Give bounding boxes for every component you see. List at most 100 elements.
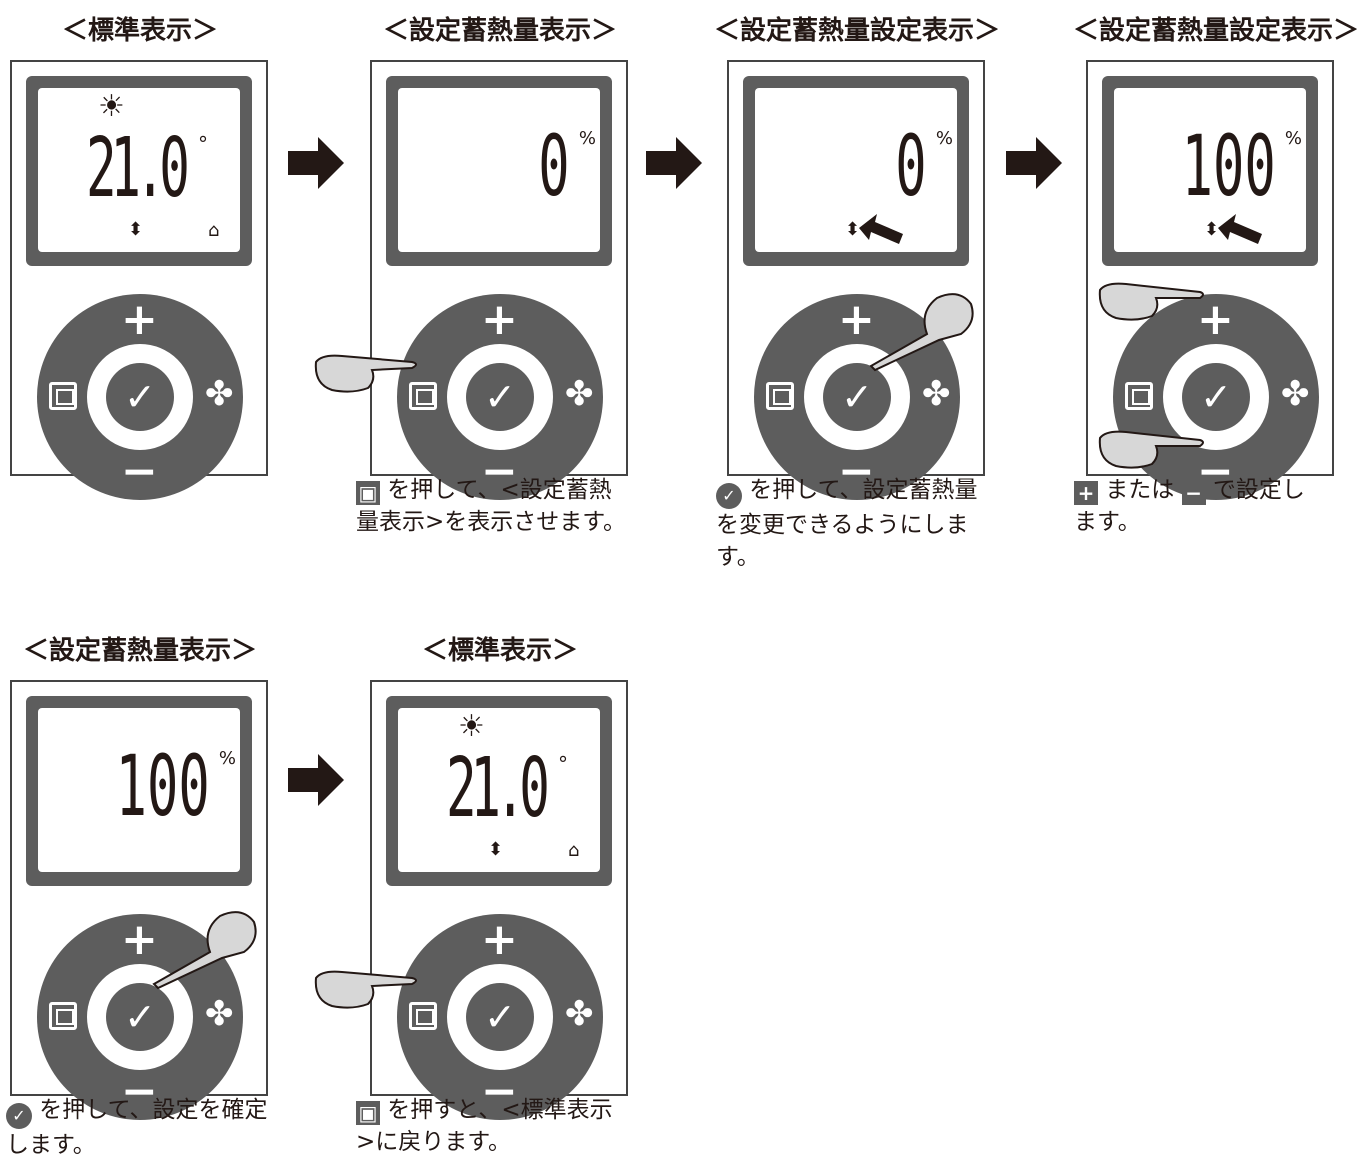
plus-button[interactable]: + bbox=[481, 294, 518, 345]
fan-button-icon[interactable]: ✤ bbox=[205, 374, 234, 414]
temperature-value: 21.0 bbox=[86, 121, 190, 216]
caption-text: 量表示>を表示させます。 bbox=[356, 509, 626, 535]
panel-title: ＜標準表示＞ bbox=[61, 16, 218, 46]
panel-title: ＜設定蓄熱量設定表示＞ bbox=[713, 16, 1000, 46]
percent-symbol: % bbox=[1284, 128, 1302, 149]
storage-value: 0 bbox=[538, 117, 570, 215]
display: 0 % ⬍ bbox=[755, 88, 957, 252]
finger-pointing-plus-icon bbox=[1098, 282, 1204, 321]
display-frame: 100 % ⬍ bbox=[1102, 76, 1318, 266]
plus-button[interactable]: + bbox=[481, 914, 518, 965]
plus-button[interactable]: + bbox=[121, 294, 158, 345]
plus-button[interactable]: + bbox=[838, 294, 875, 345]
updown-icon: ⬍ bbox=[1204, 219, 1220, 240]
degree-symbol: ° bbox=[558, 752, 568, 776]
menu-button-icon[interactable] bbox=[766, 382, 794, 410]
caption-text: で設定し bbox=[1205, 477, 1305, 503]
control-ring: + ✓ ✤ − bbox=[37, 294, 243, 500]
controller: 0 % + ✓ ✤ − bbox=[370, 60, 628, 500]
next-arrow-icon bbox=[646, 137, 702, 189]
degree-symbol: ° bbox=[198, 132, 208, 156]
caption-text: >に戻ります。 bbox=[356, 1129, 511, 1155]
controller: 100 % ⬍ + ✓ ✤ − bbox=[1086, 60, 1334, 500]
pointer-arrow-icon bbox=[859, 214, 903, 244]
storage-value: 100 bbox=[1181, 117, 1276, 215]
panel-title: ＜標準表示＞ bbox=[421, 636, 578, 666]
storage-value: 100 bbox=[115, 737, 210, 835]
panel-title: ＜設定蓄熱量設定表示＞ bbox=[1072, 16, 1359, 46]
finger-pointing-icon bbox=[314, 354, 417, 393]
controller: 0 % ⬍ + ✓ ✤ − bbox=[727, 60, 985, 500]
caption-text: または bbox=[1098, 477, 1182, 503]
temperature-value: 21.0 bbox=[446, 741, 550, 836]
lock-icon: ⌂ bbox=[568, 840, 580, 861]
next-arrow-icon bbox=[288, 754, 344, 806]
minus-button[interactable]: − bbox=[121, 1066, 158, 1117]
updown-icon: ⬍ bbox=[488, 839, 504, 860]
check-button[interactable]: ✓ bbox=[466, 983, 534, 1051]
caption-step1: ▣ を押して、<設定蓄熱 量表示>を表示させます。 bbox=[356, 474, 626, 538]
panel-standard-2: ＜標準表示＞ ☀ 21.0 ° ⬍ ⌂ + ✓ ✤ − bbox=[314, 634, 630, 1120]
menu-button-icon[interactable] bbox=[409, 1002, 437, 1030]
minus-button[interactable]: − bbox=[838, 446, 875, 497]
menu-button-icon: ▣ bbox=[356, 481, 380, 505]
minus-button[interactable]: − bbox=[481, 446, 518, 497]
controller: 100 % + ✓ ✤ − bbox=[10, 680, 268, 1120]
fan-button-icon[interactable]: ✤ bbox=[565, 994, 594, 1034]
caption-text: す。 bbox=[716, 544, 760, 570]
menu-button-icon[interactable] bbox=[49, 382, 77, 410]
menu-button-icon[interactable] bbox=[409, 382, 437, 410]
check-button[interactable]: ✓ bbox=[106, 983, 174, 1051]
center-ring: ✓ bbox=[447, 344, 553, 450]
caption-text: を押して、<設定蓄熱 bbox=[380, 477, 612, 503]
caption-text: を変更できるようにしま bbox=[716, 512, 969, 538]
control-ring: + ✓ ✤ − bbox=[397, 294, 603, 500]
display-frame: 0 % bbox=[386, 76, 612, 266]
check-button[interactable]: ✓ bbox=[106, 363, 174, 431]
pointer-arrow-icon bbox=[1218, 214, 1262, 244]
caption-step2: ✓ を押して、設定蓄熱量 を変更できるようにしま す。 bbox=[716, 474, 977, 573]
caption-text: ます。 bbox=[1074, 509, 1141, 535]
caption-step3: + または − で設定し ます。 bbox=[1074, 474, 1305, 538]
fan-button-icon[interactable]: ✤ bbox=[922, 374, 951, 414]
minus-icon: − bbox=[1181, 481, 1206, 505]
menu-button-icon: ▣ bbox=[356, 1101, 380, 1125]
fan-button-icon[interactable]: ✤ bbox=[205, 994, 234, 1034]
panel-storage-setting-1: ＜設定蓄熱量設定表示＞ 0 % ⬍ + ✓ ✤ − bbox=[714, 14, 1000, 500]
finger-pointing-minus-icon bbox=[1098, 430, 1204, 469]
sun-icon: ☀ bbox=[98, 89, 125, 124]
panel-storage-display-2: ＜設定蓄熱量表示＞ 100 % + ✓ ✤ − bbox=[10, 634, 270, 1120]
percent-symbol: % bbox=[578, 128, 596, 149]
storage-value: 0 bbox=[895, 117, 927, 215]
fan-button-icon[interactable]: ✤ bbox=[565, 374, 594, 414]
display: ☀ 21.0 ° ⬍ ⌂ bbox=[398, 708, 600, 872]
minus-button[interactable]: − bbox=[121, 446, 158, 497]
finger-pointing-icon bbox=[152, 911, 257, 990]
center-ring: ✓ bbox=[447, 964, 553, 1070]
plus-button[interactable]: + bbox=[121, 914, 158, 965]
percent-symbol: % bbox=[935, 128, 953, 149]
display-frame: 0 % ⬍ bbox=[743, 76, 969, 266]
check-button[interactable]: ✓ bbox=[1182, 363, 1250, 431]
plus-button[interactable]: + bbox=[1197, 294, 1234, 345]
fan-button-icon[interactable]: ✤ bbox=[1281, 374, 1310, 414]
check-icon: ✓ bbox=[716, 483, 742, 509]
percent-symbol: % bbox=[218, 748, 236, 769]
control-ring: + ✓ ✤ − bbox=[37, 914, 243, 1120]
minus-button[interactable]: − bbox=[481, 1066, 518, 1117]
check-button[interactable]: ✓ bbox=[466, 363, 534, 431]
display: ☀ 21.0 ° ⬍ ⌂ bbox=[38, 88, 240, 252]
check-icon: ✓ bbox=[6, 1103, 32, 1129]
caption-step4: ✓ を押して、設定を確定 します。 bbox=[6, 1094, 267, 1161]
center-ring: ✓ bbox=[1163, 344, 1269, 450]
panel-standard-1: ＜標準表示＞ ☀ 21.0 ° ⬍ ⌂ + ✓ ✤ − bbox=[10, 14, 270, 500]
display: 100 % bbox=[38, 708, 240, 872]
caption-text: を押して、設定蓄熱量 bbox=[742, 477, 978, 503]
menu-button-icon[interactable] bbox=[49, 1002, 77, 1030]
controller: ☀ 21.0 ° ⬍ ⌂ + ✓ ✤ − bbox=[10, 60, 268, 500]
panel-storage-display-1: ＜設定蓄熱量表示＞ 0 % + ✓ ✤ − bbox=[314, 14, 630, 500]
check-button[interactable]: ✓ bbox=[823, 363, 891, 431]
menu-button-icon[interactable] bbox=[1125, 382, 1153, 410]
control-ring: + ✓ ✤ − bbox=[397, 914, 603, 1120]
display-frame: ☀ 21.0 ° ⬍ ⌂ bbox=[386, 696, 612, 886]
